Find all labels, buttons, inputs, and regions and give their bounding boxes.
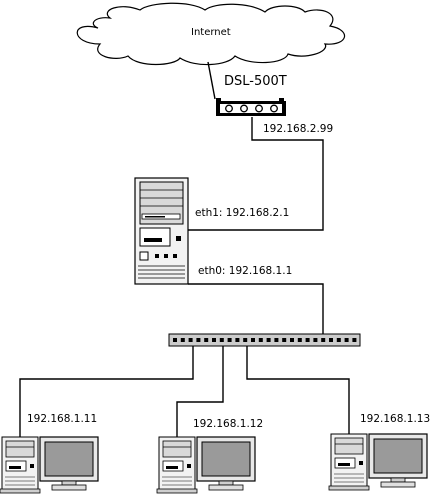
switch-port xyxy=(196,338,201,342)
switch-port xyxy=(336,338,341,342)
switch-port xyxy=(305,338,310,342)
switch-to-client2-link xyxy=(176,346,224,438)
switch-port xyxy=(313,338,318,342)
switch-port xyxy=(258,338,263,342)
client-keyboard xyxy=(0,488,41,494)
client-ip-label: 192.168.1.11 xyxy=(27,413,98,425)
modem-model-label: DSL-500T xyxy=(224,74,287,89)
client-ip-label: 192.168.1.12 xyxy=(193,418,264,430)
modem-led xyxy=(255,104,263,113)
switch-port xyxy=(180,338,185,342)
modem-ip-label: 192.168.2.99 xyxy=(263,123,334,135)
internet-label: Internet xyxy=(191,27,231,38)
modem-led xyxy=(225,104,233,113)
modem-led xyxy=(270,104,278,113)
switch-port xyxy=(227,338,232,342)
modem-antenna-right xyxy=(279,98,284,103)
monitor-screen xyxy=(373,438,423,474)
switch-port xyxy=(329,338,333,342)
client-computer xyxy=(0,436,99,494)
switch-ports xyxy=(173,338,357,342)
switch-port xyxy=(235,338,240,342)
monitor-screen xyxy=(44,441,94,477)
switch-port xyxy=(243,338,248,342)
client-ip-label: 192.168.1.13 xyxy=(360,413,431,425)
switch-port xyxy=(321,338,326,342)
server-eth1-label: eth1: 192.168.2.1 xyxy=(195,207,290,219)
internet-to-modem-link xyxy=(207,61,216,100)
switch-port xyxy=(251,338,255,342)
client-keyboard xyxy=(328,485,370,491)
switch-port xyxy=(352,338,357,342)
switch-to-client3-link xyxy=(246,346,350,438)
modem-led xyxy=(240,104,248,113)
switch-port xyxy=(204,338,209,342)
switch-port xyxy=(282,338,287,342)
switch-port xyxy=(290,338,294,342)
modem-to-server-link xyxy=(188,117,324,231)
monitor-screen xyxy=(201,441,251,477)
switch-port xyxy=(297,338,302,342)
switch-port xyxy=(173,338,177,342)
modem-antenna-left xyxy=(216,98,221,103)
client-computer xyxy=(156,436,256,494)
switch-port xyxy=(274,338,279,342)
switch-port xyxy=(212,338,216,342)
switch-to-client1-link xyxy=(19,346,194,438)
internet-cloud xyxy=(76,2,345,66)
client-keyboard xyxy=(156,488,198,494)
client-computer xyxy=(328,433,428,491)
connection-lines xyxy=(19,61,350,438)
network-switch xyxy=(168,333,361,347)
switch-port xyxy=(344,338,349,342)
server-to-switch-link xyxy=(188,283,324,334)
switch-port xyxy=(188,338,193,342)
switch-port xyxy=(219,338,224,342)
dsl-modem xyxy=(216,98,286,116)
switch-port xyxy=(266,338,271,342)
server-tower xyxy=(134,177,189,285)
server-eth0-label: eth0: 192.168.1.1 xyxy=(198,265,293,277)
